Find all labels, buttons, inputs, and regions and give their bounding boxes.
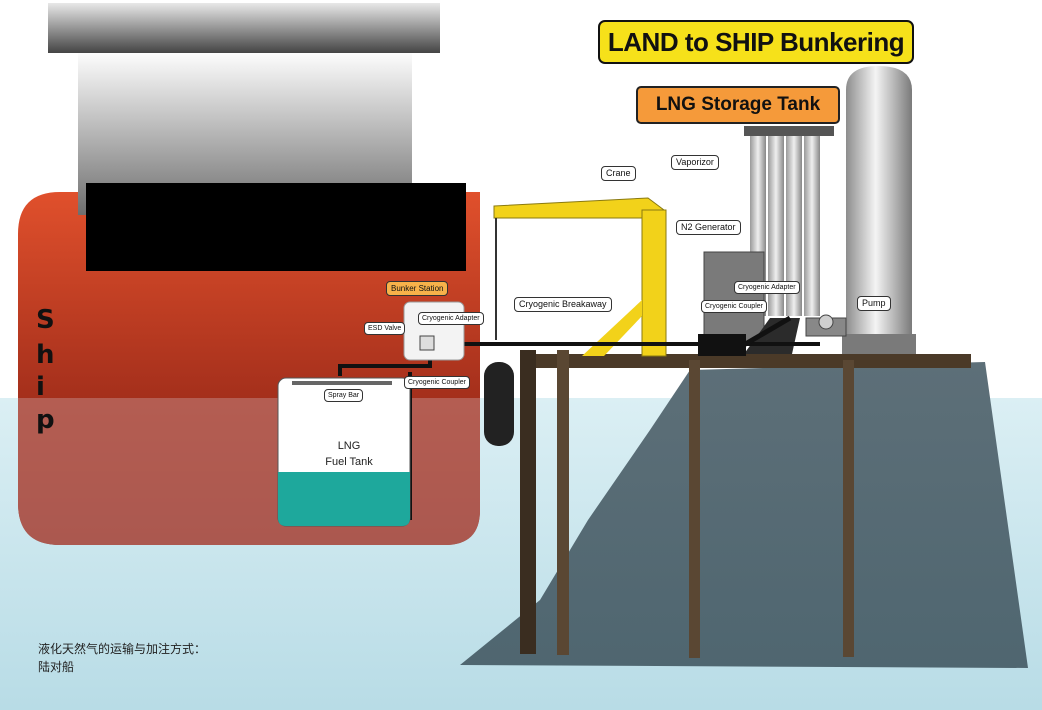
redaction-bar bbox=[86, 183, 466, 271]
diagram-title: LAND to SHIP Bunkering bbox=[598, 20, 914, 64]
ship-letter: i bbox=[36, 372, 45, 402]
cryogenic-adapter-land-label: Cryogenic Adapter bbox=[734, 281, 800, 294]
fuel-tank-label-line2: Fuel Tank bbox=[325, 456, 373, 468]
fuel-tank-label-line1: LNG bbox=[337, 440, 361, 452]
bunker-station bbox=[403, 301, 465, 361]
caption-line1: 液化天然气的运输与加注方式： bbox=[38, 642, 207, 656]
lng-fuel-tank bbox=[277, 377, 411, 527]
vaporizor-label: Vaporizor bbox=[671, 155, 719, 170]
cryogenic-breakaway-label: Cryogenic Breakaway bbox=[514, 297, 612, 312]
lng-storage-tank bbox=[842, 66, 916, 354]
n2-generator bbox=[703, 251, 765, 343]
fender bbox=[484, 362, 514, 446]
n2-generator-label: N2 Generator bbox=[676, 220, 741, 235]
cryogenic-coupler-land-label: Cryogenic Coupler bbox=[701, 300, 767, 313]
ship-letter: h bbox=[36, 340, 55, 370]
spray-bar-label: Spray Bar bbox=[324, 389, 364, 402]
cryogenic-coupler-ship-label: Cryogenic Coupler bbox=[404, 376, 470, 389]
crane bbox=[493, 197, 667, 357]
caption-line2: 陆对船 bbox=[38, 660, 75, 674]
esd-valve-label: ESD Valve bbox=[364, 322, 406, 335]
storage-tank-label: LNG Storage Tank bbox=[636, 86, 840, 124]
ship-superstructure bbox=[48, 3, 466, 271]
land bbox=[460, 362, 1028, 668]
cryogenic-adapter-ship-label: Cryogenic Adapter bbox=[418, 312, 484, 325]
crane-label: Crane bbox=[601, 166, 636, 181]
esd-valve bbox=[419, 335, 435, 351]
pier bbox=[520, 350, 971, 658]
ship-letter: S bbox=[36, 305, 55, 335]
ship-letter: p bbox=[36, 405, 55, 435]
bunker-station-label: Bunker Station bbox=[386, 281, 449, 296]
pump-label: Pump bbox=[857, 296, 891, 311]
